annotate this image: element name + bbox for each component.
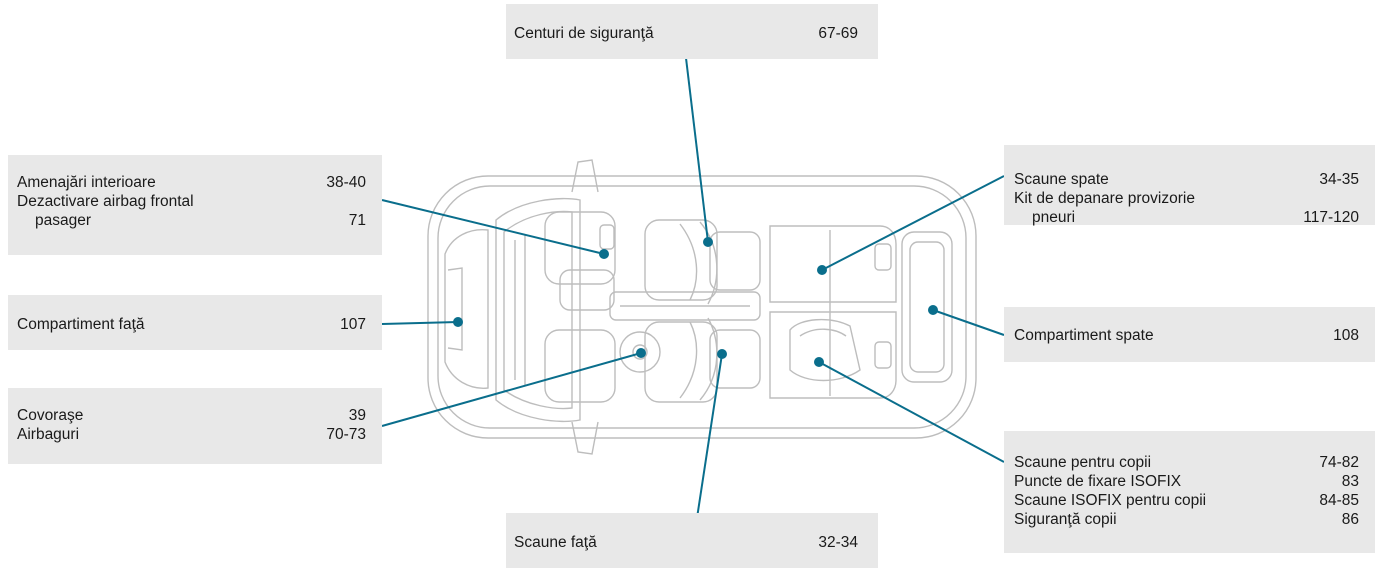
dot-compartiment-fata: [453, 317, 463, 327]
leader-lines: [381, 57, 1005, 519]
item-pages: 39: [348, 407, 366, 424]
callout-scaune-fata: Scaune faţă 32-34: [506, 513, 878, 568]
leader-scaune-spate: [821, 175, 1005, 271]
callout-row: Compartiment faţă 107: [17, 315, 366, 334]
dot-scaune-spate: [817, 265, 827, 275]
callout-row: Puncte de fixare ISOFIX 83: [1014, 472, 1359, 491]
item-pages: 83: [1341, 473, 1359, 490]
item-pages: 86: [1341, 511, 1359, 528]
dot-compartiment-spate: [928, 305, 938, 315]
item-pages: 70-73: [326, 426, 366, 443]
callout-centuri: Centuri de siguranţă 67-69: [506, 4, 878, 59]
leader-amenajari: [381, 199, 605, 255]
callout-row: Siguranţă copii 86: [1014, 510, 1359, 529]
dot-amenajari: [599, 249, 609, 259]
callout-row: Dezactivare airbag frontal: [17, 192, 366, 211]
item-label: Siguranţă copii: [1014, 511, 1117, 528]
leader-scaune-copii: [818, 361, 1005, 463]
item-label: pasager: [35, 212, 92, 229]
item-pages: 67-69: [818, 25, 858, 42]
callout-scaune-copii: Scaune pentru copii 74-82 Puncte de fixa…: [1004, 431, 1375, 553]
callout-row: pasager 71: [17, 211, 366, 230]
callout-row: Amenajări interioare 38-40: [17, 173, 366, 192]
item-label: pneuri: [1032, 209, 1076, 226]
item-label: Kit de depanare provizorie: [1014, 190, 1195, 207]
callout-row: Covoraşe 39: [17, 406, 366, 425]
item-pages: 38-40: [326, 174, 366, 191]
callout-covorase: Covoraşe 39 Airbaguri 70-73: [8, 388, 382, 464]
car-outline: [427, 159, 977, 455]
dot-scaune-fata: [717, 349, 727, 359]
item-label: Scaune faţă: [514, 534, 597, 551]
callout-row: Scaune pentru copii 74-82: [1014, 453, 1359, 472]
callout-compartiment-fata: Compartiment faţă 107: [8, 295, 382, 350]
item-pages: 117-120: [1303, 209, 1359, 226]
item-label: Centuri de siguranţă: [514, 25, 654, 42]
item-label: Dezactivare airbag frontal: [17, 193, 194, 210]
callout-row: Compartiment spate 108: [1014, 326, 1359, 345]
item-label: Compartiment spate: [1014, 327, 1154, 344]
callout-row: Kit de depanare provizorie: [1014, 189, 1359, 208]
item-pages: 84-85: [1319, 492, 1359, 509]
callout-row: pneuri 117-120: [1014, 208, 1359, 227]
item-pages: 71: [348, 212, 366, 229]
item-label: Scaune ISOFIX pentru copii: [1014, 492, 1207, 509]
dot-covorase: [636, 348, 646, 358]
leader-centuri: [685, 57, 709, 243]
leader-dots: [453, 237, 938, 367]
leader-covorase: [381, 352, 642, 427]
item-label: Airbaguri: [17, 426, 80, 443]
item-pages: 32-34: [818, 534, 858, 551]
item-label: Puncte de fixare ISOFIX: [1014, 473, 1182, 490]
leader-compartiment-fata: [381, 321, 459, 325]
callout-scaune-spate: Scaune spate 34-35 Kit de depanare provi…: [1004, 145, 1375, 227]
item-label: Covoraşe: [17, 407, 84, 424]
dot-scaune-copii: [814, 357, 824, 367]
leader-scaune-fata: [696, 353, 723, 519]
callout-row: Scaune spate 34-35: [1014, 170, 1359, 189]
item-label: Amenajări interioare: [17, 174, 156, 191]
callout-row: Scaune ISOFIX pentru copii 84-85: [1014, 491, 1359, 510]
callout-row: Scaune faţă 32-34: [514, 533, 864, 552]
item-label: Compartiment faţă: [17, 316, 145, 333]
item-label: Scaune pentru copii: [1014, 454, 1152, 471]
item-label: Scaune spate: [1014, 171, 1109, 188]
dot-centuri: [703, 237, 713, 247]
item-pages: 108: [1333, 327, 1359, 344]
item-pages: 107: [340, 316, 366, 333]
callout-row: Centuri de siguranţă 67-69: [514, 24, 864, 43]
callout-row: Airbaguri 70-73: [17, 425, 366, 444]
callout-compartiment-spate: Compartiment spate 108: [1004, 307, 1375, 362]
item-pages: 74-82: [1319, 454, 1359, 471]
leader-compartiment-spate: [932, 309, 1005, 336]
callout-amenajari: Amenajări interioare 38-40 Dezactivare a…: [8, 155, 382, 255]
item-pages: 34-35: [1319, 171, 1359, 188]
